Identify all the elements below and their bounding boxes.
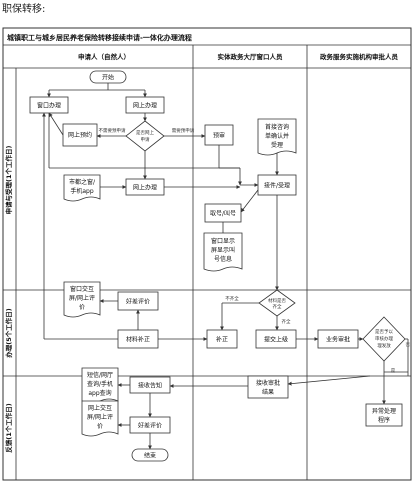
node-receipt-form: 首接咨询 单确认并 受理 (257, 118, 297, 156)
edge-label-not-online: 不需要预申请 (99, 127, 126, 134)
edge-label-needs-online: 需要预申请 (172, 127, 195, 134)
svg-text:号信息: 号信息 (214, 255, 232, 263)
svg-text:好差评价: 好差评价 (138, 422, 162, 430)
svg-text:是否予以: 是否予以 (375, 328, 393, 335)
svg-text:窗口办理: 窗口办理 (37, 102, 61, 110)
svg-text:结果: 结果 (262, 388, 274, 396)
connectors (42, 83, 409, 450)
svg-text:好差评价: 好差评价 (126, 298, 150, 306)
svg-text:结束: 结束 (144, 452, 156, 460)
edge-label-incomplete: 不齐全 (225, 295, 239, 302)
svg-text:单确认并: 单确认并 (265, 132, 289, 140)
svg-text:窗口交互: 窗口交互 (70, 285, 94, 293)
node-is-approved: 是否予以 审核办理 理发放 (362, 316, 406, 362)
node-notify-channels: 短信/网厅 查询/手机 app查询 (81, 367, 119, 404)
node-notify-result: 接收告知 (129, 376, 171, 394)
svg-text:提交上级: 提交上级 (264, 336, 288, 344)
svg-text:网上办理: 网上办理 (133, 102, 157, 110)
node-app-channels: 市都之窗/ 手机app (63, 174, 101, 202)
diagram-frame (2, 27, 412, 481)
node-fix-2: 补正 (206, 329, 238, 349)
node-business-review: 业务审批 (317, 329, 359, 349)
node-exception-program: 异常处理 程序 (365, 403, 403, 427)
svg-text:审核办理: 审核办理 (375, 335, 393, 342)
svg-text:屏/网上评: 屏/网上评 (69, 294, 95, 302)
svg-text:市都之窗/: 市都之窗/ (69, 178, 96, 186)
svg-text:价: 价 (97, 423, 103, 430)
svg-text:屏/网上评: 屏/网上评 (87, 413, 113, 421)
svg-text:窗口显示: 窗口显示 (211, 237, 235, 245)
edge-label-complete: 齐全 (282, 318, 291, 325)
svg-text:齐全: 齐全 (273, 303, 282, 310)
svg-text:异常处理: 异常处理 (372, 407, 396, 415)
svg-text:预审: 预审 (213, 132, 225, 140)
svg-text:是否网上: 是否网上 (136, 129, 154, 136)
svg-text:短信/网厅: 短信/网厅 (87, 371, 113, 379)
node-submit-review: 提交上级 (255, 329, 297, 349)
diagram-title: 城镇职工与城乡居民养老保险转移接续申请-一体化办理流程 (7, 33, 192, 42)
node-prereview: 预审 (204, 124, 234, 146)
svg-text:网上预约: 网上预约 (68, 131, 92, 139)
row-label-feedback: 反馈(1个工作日) (4, 403, 13, 452)
edge-label-no: 否 (406, 342, 411, 348)
svg-text:补正: 补正 (216, 336, 228, 344)
svg-text:开始: 开始 (102, 74, 114, 82)
row-label-process: 办理(5个工作日) (4, 308, 13, 357)
node-online-booking: 网上预约 (62, 123, 98, 147)
svg-text:价: 价 (79, 304, 85, 311)
svg-text:材料是否: 材料是否 (268, 297, 286, 304)
svg-text:接件/受理: 接件/受理 (264, 182, 290, 190)
node-material-fix: 材料补正 (117, 329, 159, 349)
svg-text:受理: 受理 (271, 141, 283, 149)
svg-text:查询/手机: 查询/手机 (87, 380, 113, 388)
node-id-number: 取号/叫号 (204, 203, 242, 223)
node-start: 开始 (89, 70, 127, 84)
node-eval-2: 好差评价 (129, 416, 171, 434)
svg-text:申请: 申请 (141, 136, 150, 143)
node-eval-1: 好差评价 (117, 291, 159, 311)
node-window-eval-channels: 窗口交互 屏/网上评 价 (63, 281, 101, 318)
column-header-applicant: 申请人（自然人） (78, 52, 130, 61)
page-header: 职保转移: (2, 4, 46, 15)
column-header-approval-staff: 政务服务实施机构审批人员 (320, 52, 399, 61)
column-header-window-staff: 实体政务大厅窗口人员 (218, 52, 284, 61)
svg-text:接收审批: 接收审批 (256, 379, 280, 387)
svg-text:app查询: app查询 (88, 389, 111, 397)
svg-text:接收告知: 接收告知 (138, 382, 162, 390)
svg-text:理发放: 理发放 (377, 342, 391, 349)
node-receive-result: 接收审批 结果 (247, 375, 289, 399)
svg-text:程序: 程序 (378, 416, 390, 424)
row-label-apply-accept: 申请与受理(1个工作日) (4, 145, 13, 214)
node-material-complete: 材料是否 齐全 (258, 289, 296, 317)
svg-text:屏显示叫: 屏显示叫 (211, 246, 235, 254)
node-end: 结束 (131, 448, 169, 462)
svg-text:手机app: 手机app (70, 187, 93, 195)
node-window-show: 窗口显示 屏显示叫 号信息 (203, 232, 243, 272)
svg-text:网上交互: 网上交互 (88, 404, 112, 412)
node-is-online-apply: 是否网上 申请 (125, 120, 165, 152)
node-online-handle: 网上办理 (125, 96, 165, 114)
edge-label-yes: 是 (391, 368, 396, 374)
svg-text:网上办理: 网上办理 (133, 184, 157, 192)
svg-text:取号/叫号: 取号/叫号 (210, 210, 236, 218)
svg-text:材料补正: 材料补正 (126, 336, 150, 344)
node-online-apply: 网上办理 (125, 178, 165, 196)
svg-text:业务审批: 业务审批 (326, 336, 350, 344)
node-accept: 接件/受理 (257, 174, 297, 196)
node-eval-channels-2: 网上交互 屏/网上评 价 (81, 400, 119, 437)
svg-text:首接咨询: 首接咨询 (265, 123, 289, 131)
node-window-handle: 窗口办理 (29, 96, 69, 114)
